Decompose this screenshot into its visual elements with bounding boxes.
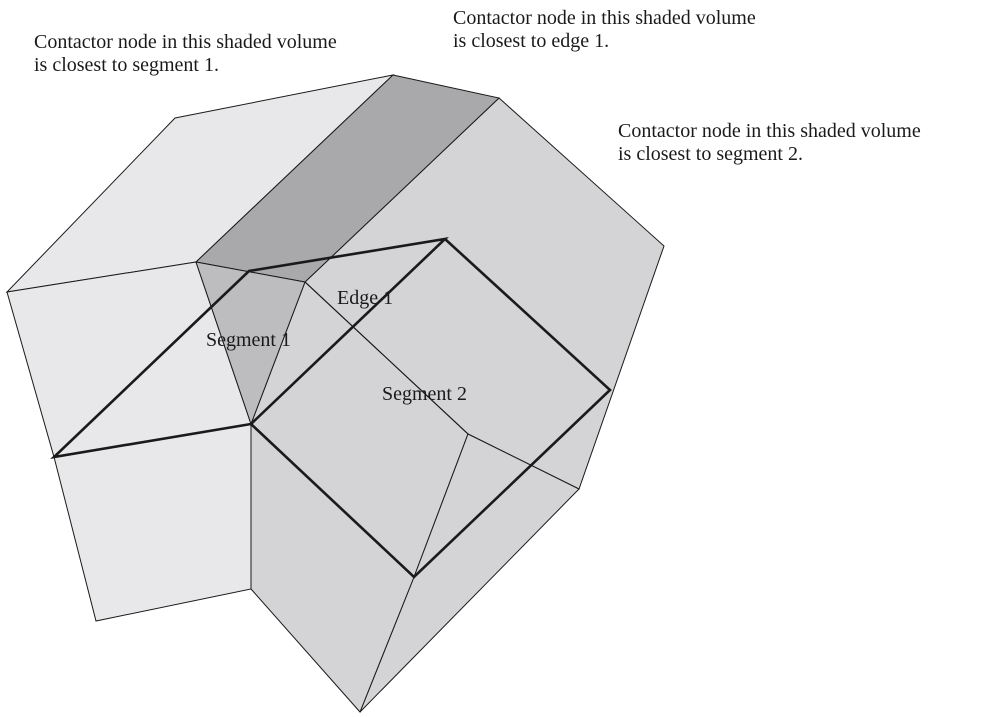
segment2-outline xyxy=(250,238,612,579)
caption-segment2-line2: is closest to segment 2. xyxy=(618,143,803,165)
caption-segment1-line1: Contactor node in this shaded volume xyxy=(34,31,337,53)
left-volume-bottom-face xyxy=(53,423,252,622)
caption-segment2-line1: Contactor node in this shaded volume xyxy=(618,120,921,142)
label-segment2: Segment 2 xyxy=(382,383,467,405)
caption-edge1-line1: Contactor node in this shaded volume xyxy=(453,7,756,29)
edge1-line xyxy=(304,281,469,435)
caption-segment1: Contactor node in this shaded volume is … xyxy=(34,31,337,77)
label-edge1: Edge 1 xyxy=(337,287,393,309)
caption-segment1-line2: is closest to segment 1. xyxy=(34,54,219,76)
caption-edge1: Contactor node in this shaded volume is … xyxy=(453,7,756,53)
caption-segment2: Contactor node in this shaded volume is … xyxy=(618,120,921,166)
segment1-outline xyxy=(50,237,449,459)
caption-edge1-line2: is closest to edge 1. xyxy=(453,30,610,52)
label-segment1: Segment 1 xyxy=(206,329,291,351)
